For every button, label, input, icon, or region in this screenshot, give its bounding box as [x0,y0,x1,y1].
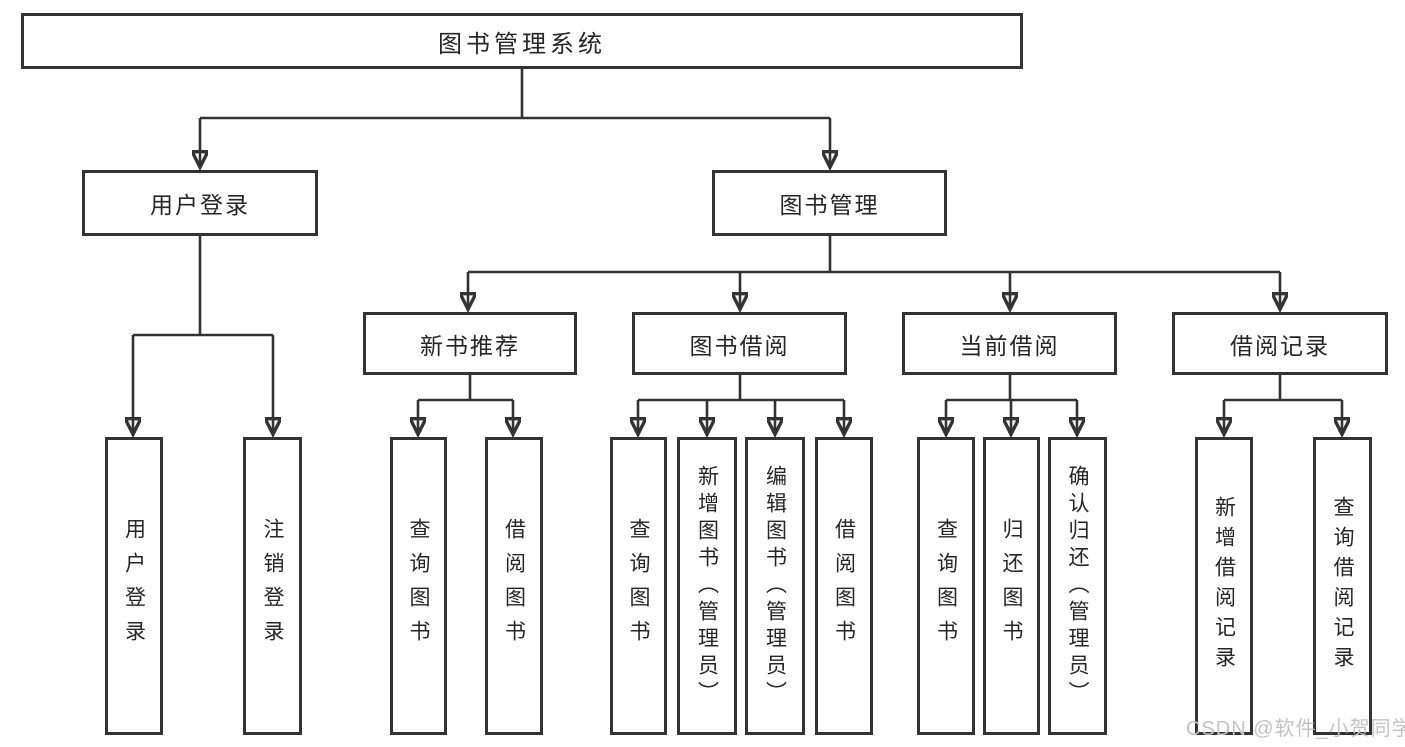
connector-book-borrow [638,375,844,433]
node-borrow-records: 借阅记录 [1172,312,1388,375]
leaf-confirm-return-admin: 确认归还（管理员） [1048,437,1107,735]
leaf-user-login: 用户登录 [105,437,163,735]
leaf-label: 借阅图书 [502,518,526,654]
leaf-add-books-admin: 新增图书（管理员） [677,437,737,735]
leaf-label: 用户登录 [122,518,146,654]
leaf-query-borrow-record: 查询借阅记录 [1313,437,1372,735]
connector-borrow-records [1224,375,1342,433]
csdn-watermark: CSDN @软件_小贺同学 [1186,718,1405,740]
leaf-add-borrow-record: 新增借阅记录 [1195,437,1253,735]
leaf-edit-books-admin: 编辑图书（管理员） [745,437,805,735]
leaf-label: 注销登录 [261,518,284,654]
leaf-label: 借阅图书 [832,518,856,654]
node-new-book-recommend: 新书推荐 [363,312,577,375]
connector-root [200,68,830,166]
leaf-borrow-books-recommend: 借阅图书 [485,437,543,735]
node-root: 图书管理系统 [21,13,1023,69]
leaf-return-books: 归还图书 [983,437,1040,735]
leaf-label: 查询借阅记录 [1331,496,1354,676]
leaf-label: 归还图书 [1000,518,1023,654]
node-user-login: 用户登录 [82,170,318,236]
leaf-label: 新增图书（管理员） [695,464,719,708]
leaf-label: 确认归还（管理员） [1066,464,1089,708]
node-book-management: 图书管理 [712,170,947,236]
node-book-borrow: 图书借阅 [632,312,847,375]
leaf-label: 查询图书 [407,518,430,654]
leaf-label: 查询图书 [627,518,650,654]
leaf-query-books-recommend: 查询图书 [390,437,447,735]
leaf-query-books-current: 查询图书 [917,437,975,735]
node-current-borrow: 当前借阅 [902,312,1117,375]
leaf-query-books-borrow: 查询图书 [610,437,667,735]
leaf-logout: 注销登录 [243,437,302,735]
connector-user-login [133,236,273,433]
connector-book-management [468,236,1280,308]
leaf-label: 编辑图书（管理员） [763,464,787,708]
leaf-label: 新增借阅记录 [1212,496,1236,676]
leaf-borrow-books: 借阅图书 [815,437,873,735]
connector-new-book-recommend [418,375,513,433]
leaf-label: 查询图书 [934,518,958,654]
connector-current-borrow [946,375,1077,433]
